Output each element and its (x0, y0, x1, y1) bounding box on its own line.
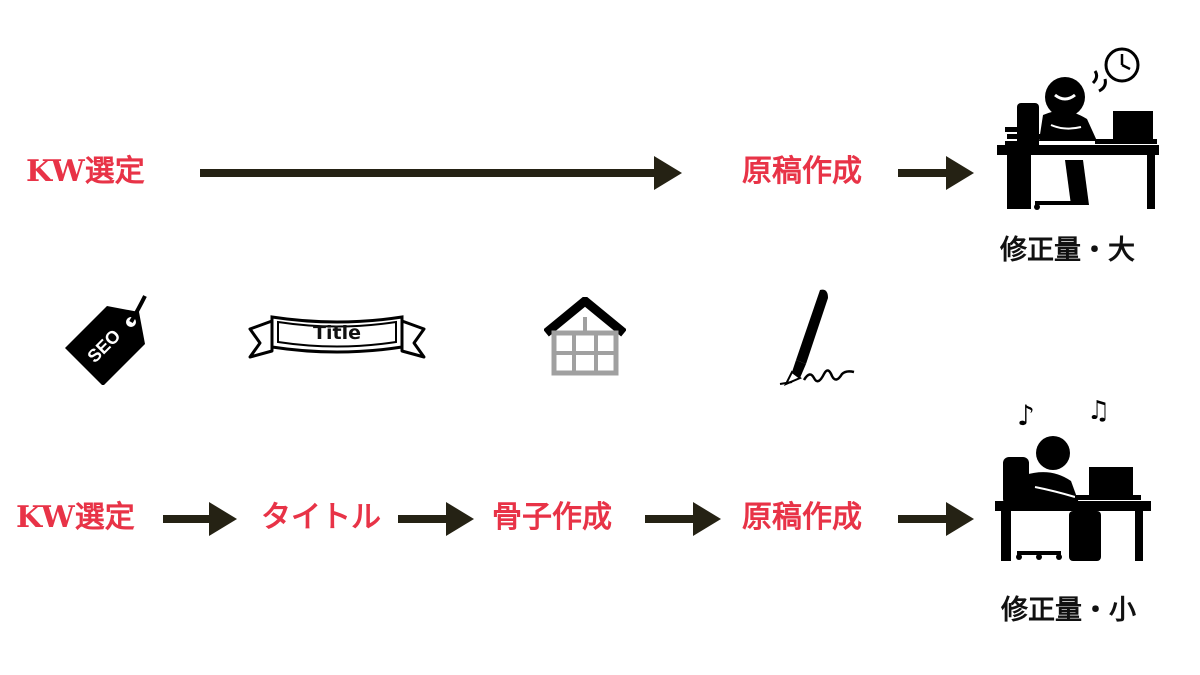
top-result-correction-large: 修正量・大 (1000, 235, 1135, 266)
bottom-step-title: タイトル (261, 500, 381, 535)
bottom-result-arrow (898, 499, 974, 539)
fountain-pen-icon (772, 286, 864, 390)
seo-tag-icon: SEO (55, 290, 150, 385)
top-step-draft-writing: 原稿作成 (742, 154, 862, 189)
svg-text:♫: ♫ (1087, 396, 1110, 426)
svg-text:♪: ♪ (1017, 399, 1035, 432)
bottom-arrow-3 (645, 499, 721, 539)
bottom-result-correction-small: 修正量・小 (1001, 595, 1136, 626)
top-step-kw-selection: KW選定 (26, 154, 145, 189)
title-banner-icon: Title (246, 305, 428, 365)
top-result-arrow (898, 153, 974, 193)
bottom-step-kw-selection: KW選定 (16, 500, 135, 535)
bottom-arrow-2 (398, 499, 474, 539)
bottom-step-outline: 骨子作成 (492, 500, 612, 535)
top-long-arrow (200, 153, 682, 193)
relaxed-worker-icon: ♪ ♫ (995, 395, 1155, 565)
house-frame-icon (544, 297, 626, 379)
svg-text:Title: Title (313, 322, 361, 344)
bottom-arrow-1 (163, 499, 237, 539)
bottom-step-draft-writing: 原稿作成 (742, 500, 862, 535)
stressed-worker-icon (995, 45, 1160, 215)
